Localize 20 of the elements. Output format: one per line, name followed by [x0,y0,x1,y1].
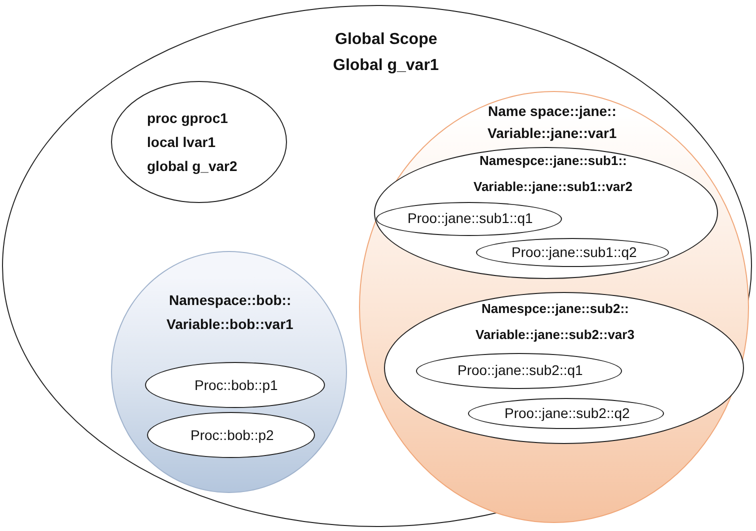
namespace-title: Namespce::jane::sub2:: [482,301,629,316]
procedure-label: Proc::bob::p2 [190,427,274,443]
procedure-label: Proo::jane::sub1::q1 [408,210,533,226]
variable-label: local lvar1 [147,134,216,150]
variable-label: Global g_var1 [333,57,439,75]
procedure-label: Proo::jane::sub2::q1 [458,362,583,378]
variable-label: Variable::bob::var1 [166,316,294,332]
variable-label: global g_var2 [147,158,238,174]
variable-label: Variable::jane::var1 [488,125,617,141]
procedure-label: Proo::jane::sub1::q2 [512,244,637,260]
namespace-title: Namespce::jane::sub1:: [480,153,627,168]
procedure-label: proc gproc1 [147,110,228,126]
procedure-label: Proc::bob::p1 [194,377,278,393]
namespace-title: Name space::jane:: [488,103,616,119]
procedure-label: Proo::jane::sub2::q2 [504,405,630,421]
variable-label: Variable::jane::sub1::var2 [474,179,632,194]
namespace-title: Namespace::bob:: [169,292,292,308]
scope-title: Global Scope [335,31,438,49]
variable-label: Variable::jane::sub2::var3 [476,327,634,342]
scope-ellipse [376,202,562,236]
